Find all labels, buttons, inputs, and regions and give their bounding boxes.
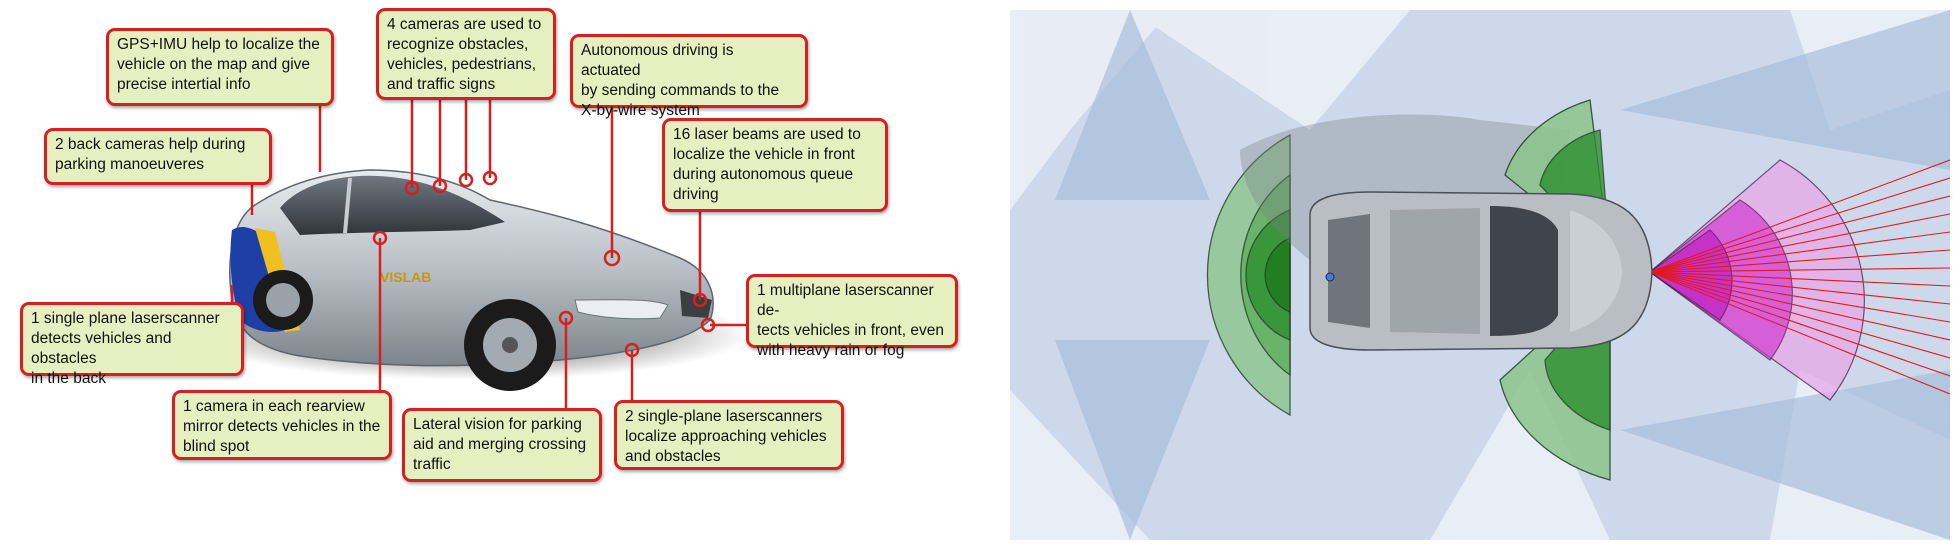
car-windows	[280, 175, 505, 235]
rear-wheel	[253, 270, 313, 330]
callout-gps-imu: GPS+IMU help to localize the vehicle on …	[106, 28, 334, 106]
leader-lines	[230, 100, 748, 408]
callout-laser-beams: 16 laser beams are used to localize the …	[662, 118, 888, 212]
callout-lateral-vision: Lateral vision for parking aid and mergi…	[402, 408, 602, 482]
callout-two-single-plane: 2 single-plane laserscanners localize ap…	[614, 400, 844, 470]
laser-beams	[1649, 159, 1950, 395]
rear-laser-coverage	[1206, 133, 1291, 417]
car-illustration: VISLAB	[190, 100, 750, 408]
topview-car	[1309, 191, 1653, 351]
window-pillar	[343, 177, 352, 234]
sensor-coverage-topview	[1010, 10, 1950, 540]
callout-multiplane-laser: 1 multiplane laserscanner de- tects vehi…	[746, 274, 958, 359]
car-logo: VISLAB	[380, 269, 431, 285]
headlight	[574, 299, 669, 320]
sensor-markers	[372, 170, 716, 358]
callout-autonomous-driving: Autonomous driving is actuated by sendin…	[570, 34, 808, 119]
callout-single-plane-laser: 1 single plane laserscanner detects vehi…	[20, 302, 244, 387]
coverage-diagram	[1010, 10, 1950, 540]
callout-back-cameras: 2 back cameras help during parking manoe…	[44, 128, 272, 185]
callout-rearview-camera: 1 camera in each rearview mirror detects…	[172, 390, 392, 460]
front-wheel	[464, 299, 556, 391]
lateral-vision-dark-zones	[1055, 10, 1950, 540]
sensor-callout-diagram: VISLAB	[20, 8, 958, 482]
callout-four-cameras: 4 cameras are used to recognize obstacle…	[376, 8, 556, 100]
